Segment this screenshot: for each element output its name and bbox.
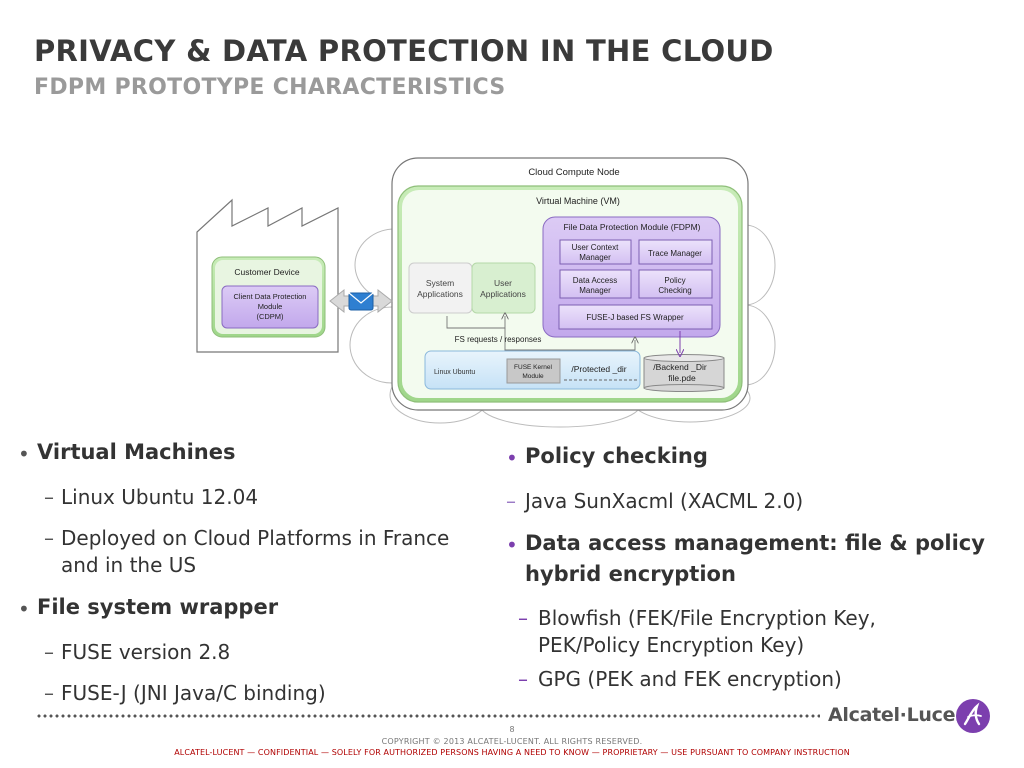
protected-dir-label: /Protected _dir — [571, 364, 626, 374]
alcatel-lucent-logo-icon — [956, 699, 990, 733]
envelope-icon — [348, 292, 374, 311]
dam-heading-line1: Data access management: file & policy — [525, 531, 985, 555]
trace-manager-label: Trace Manager — [648, 249, 702, 258]
dash-marker: – — [44, 526, 54, 550]
fuse-wrapper-label: FUSE-J based FS Wrapper — [586, 313, 684, 322]
dash-marker: – — [44, 640, 54, 664]
policy-check-line2: Checking — [658, 286, 691, 295]
user-applications — [471, 262, 536, 314]
fuse-kernel-module — [506, 358, 561, 384]
vm-label: Virtual Machine (VM) — [536, 196, 620, 206]
bullet-dot: • — [18, 597, 30, 621]
fs-item-1: FUSE version 2.8 — [61, 640, 231, 664]
fuse-wrapper — [558, 304, 713, 330]
policy-checking — [638, 269, 713, 299]
cdpm-module — [221, 285, 319, 329]
data-access-manager — [559, 269, 632, 299]
policy-check-line1: Policy — [664, 276, 685, 285]
bullet-dot: • — [506, 533, 518, 557]
system-apps-line2: Applications — [417, 289, 463, 299]
dotted-divider — [36, 714, 820, 718]
dash-marker: – — [518, 606, 528, 630]
data-access-line2: Manager — [579, 286, 611, 295]
user-apps-line2: Applications — [480, 289, 526, 299]
fdpm-label: File Data Protection Module (FDPM) — [564, 222, 701, 232]
fs-heading: File system wrapper — [37, 595, 279, 619]
dash-marker: – — [518, 667, 528, 691]
customer-device-label: Customer Device — [234, 267, 299, 277]
dam-item-1-line1: Blowfish (FEK/File Encryption Key, — [538, 606, 876, 630]
page-subtitle: FDPM PROTOTYPE CHARACTERISTICS — [34, 75, 506, 100]
confidentiality-notice: ALCATEL-LUCENT — CONFIDENTIAL — SOLELY F… — [174, 748, 850, 757]
vm-item-2-line2: and in the US — [61, 553, 197, 577]
backend-storage — [643, 354, 725, 392]
dam-item-1-line2: PEK/Policy Encryption Key) — [538, 633, 805, 657]
data-access-line1: Data Access — [573, 276, 617, 285]
brand-wordmark: Alcatel·Lucent — [828, 704, 978, 726]
vm-item-2-line1: Deployed on Cloud Platforms in France — [61, 526, 450, 550]
user-apps-line1: User — [494, 278, 512, 288]
fuse-kernel-line1: FUSE Kernel — [514, 364, 552, 371]
dash-marker: – — [44, 681, 54, 705]
bullet-dot: • — [18, 442, 30, 466]
page-title: PRIVACY & DATA PROTECTION IN THE CLOUD — [34, 34, 774, 68]
cdpm-line2: Module — [258, 302, 283, 311]
backend-dir-label: /Backend _Dir — [653, 362, 707, 372]
page-number: 8 — [509, 725, 515, 734]
cdpm-line1: Client Data Protection — [234, 292, 307, 301]
fuse-kernel-line2: Module — [522, 373, 544, 380]
linux-ubuntu-label: Linux Ubuntu — [434, 369, 475, 376]
user-context-manager — [559, 239, 632, 265]
fs-item-2: FUSE-J (JNI Java/C binding) — [61, 681, 326, 705]
bullet-dot: • — [506, 446, 518, 470]
dam-item-2: GPG (PEK and FEK encryption) — [538, 667, 842, 691]
system-apps-line1: System — [426, 278, 454, 288]
backend-file-label: file.pde — [668, 373, 696, 383]
cdpm-line3: (CDPM) — [256, 312, 284, 321]
copyright-notice: COPYRIGHT © 2013 ALCATEL-LUCENT. ALL RIG… — [381, 737, 643, 746]
system-applications — [408, 262, 473, 314]
trace-manager — [638, 239, 713, 265]
policy-item-1: Java SunXacml (XACML 2.0) — [525, 489, 804, 513]
user-context-line1: User Context — [572, 243, 619, 252]
vm-heading: Virtual Machines — [37, 440, 236, 464]
dash-marker: – — [506, 489, 516, 513]
user-context-line2: Manager — [579, 253, 611, 262]
dash-marker: – — [44, 485, 54, 509]
cloud-node-label: Cloud Compute Node — [528, 167, 619, 178]
vm-item-1: Linux Ubuntu 12.04 — [61, 485, 259, 509]
policy-heading: Policy checking — [525, 444, 708, 468]
fs-requests-label: FS requests / responses — [455, 335, 542, 344]
dam-heading-line2: hybrid encryption — [525, 562, 736, 586]
